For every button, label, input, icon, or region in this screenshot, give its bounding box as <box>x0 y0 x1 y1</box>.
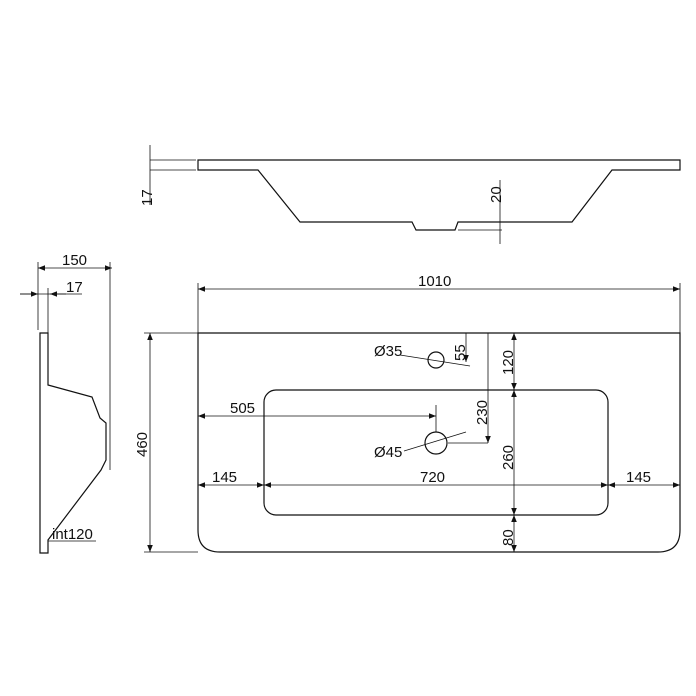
tap-hole-label: Ø35 <box>374 343 402 360</box>
dim-left-rim-label: 145 <box>212 469 237 486</box>
dim-drain-x-label: 505 <box>230 400 255 417</box>
dim-basin-width-label: 720 <box>420 469 445 486</box>
dim-internal-label: int120 <box>52 526 93 543</box>
left-profile-outline <box>39 332 107 554</box>
dim-basin-depth-label: 260 <box>500 445 517 470</box>
side-profile-outline <box>197 159 681 231</box>
left-profile-view: 150 17 int120 <box>20 252 112 554</box>
basin-outline <box>263 389 609 516</box>
dim-depth-label: 20 <box>488 186 505 203</box>
dim-tap-offset-label: 55 <box>452 344 469 361</box>
dim-drain-depth-label: 230 <box>474 400 491 425</box>
drain-hole <box>424 431 448 455</box>
dim-width-label: 150 <box>62 252 87 269</box>
drain-hole-label: Ø45 <box>374 444 402 461</box>
drain-hole-leader <box>403 431 467 452</box>
dim-edge-label: 17 <box>66 279 83 296</box>
dim-thickness-label: 17 <box>139 189 156 206</box>
tap-hole <box>427 351 445 369</box>
dim-tap-back-label: 120 <box>500 350 517 375</box>
dim-front-rim-label: 80 <box>500 529 517 546</box>
dim-depth-460-label: 460 <box>134 432 151 457</box>
side-profile-view: 17 20 <box>139 145 681 244</box>
dim-total-width-label: 1010 <box>418 273 451 290</box>
plan-outer-outline <box>197 332 681 553</box>
tap-hole-leader <box>399 354 471 367</box>
dim-right-rim-label: 145 <box>626 469 651 486</box>
plan-view: Ø35 Ø45 1010 460 55 120 230 260 80 <box>134 273 681 553</box>
